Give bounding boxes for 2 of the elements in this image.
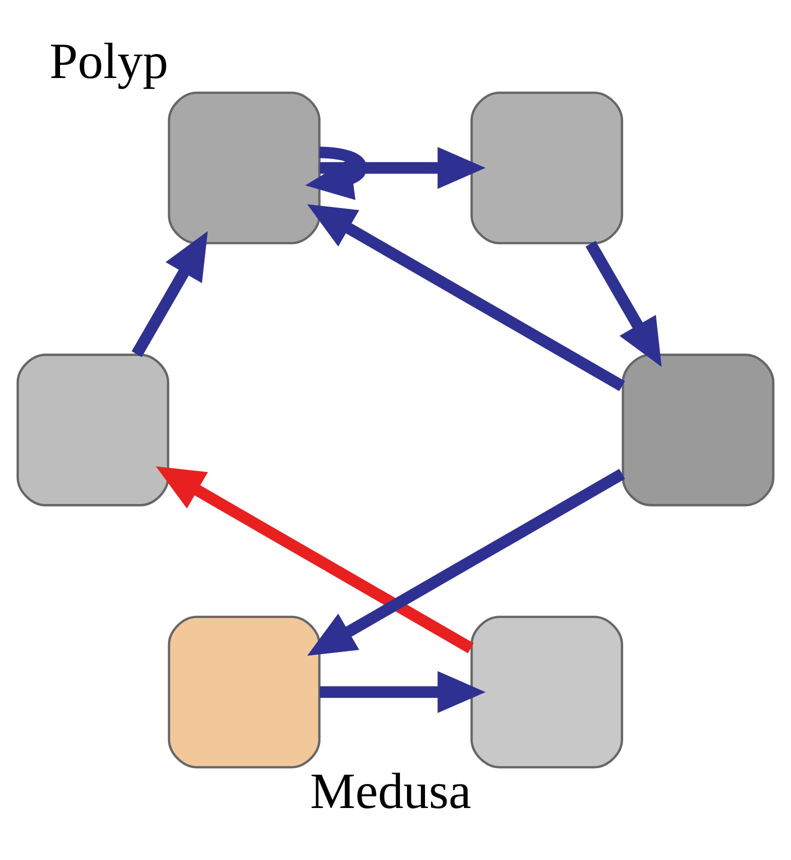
node-label: Medusa <box>310 764 472 820</box>
node-label: Polyp <box>50 34 168 90</box>
